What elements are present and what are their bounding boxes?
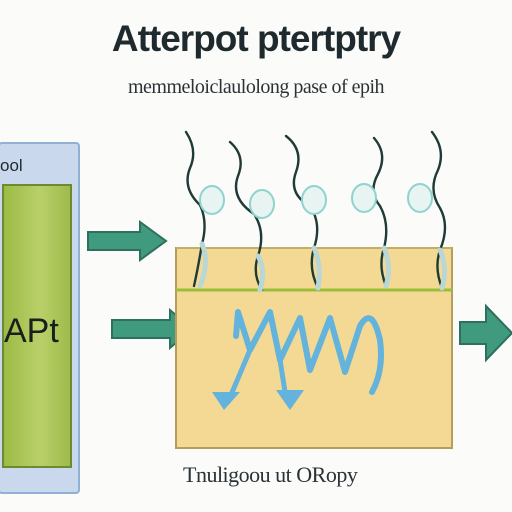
left-inner-block: APt (2, 184, 72, 468)
strand-icon (228, 140, 275, 293)
arrow-right-icon (87, 220, 168, 262)
diagram-title: Atterpot ptertptry (111, 18, 401, 59)
down-arrow-icon (276, 390, 304, 410)
left-inner-label: APt (4, 312, 59, 350)
strand-icon (184, 130, 225, 289)
strand-icon (351, 136, 392, 289)
down-arrow-icon (212, 392, 240, 410)
strand-icon (284, 134, 327, 291)
diagram-caption: Tnuligoou ut ORopy (183, 462, 358, 487)
diagram-subtitle: memmeloiclaulolong pase of epih (127, 76, 385, 98)
strand-icon (407, 130, 448, 291)
left-panel-label: ool (0, 156, 23, 175)
left-panel: ool APt (0, 142, 80, 494)
arrow-right-icon (459, 303, 512, 363)
wave-icon (233, 309, 384, 395)
